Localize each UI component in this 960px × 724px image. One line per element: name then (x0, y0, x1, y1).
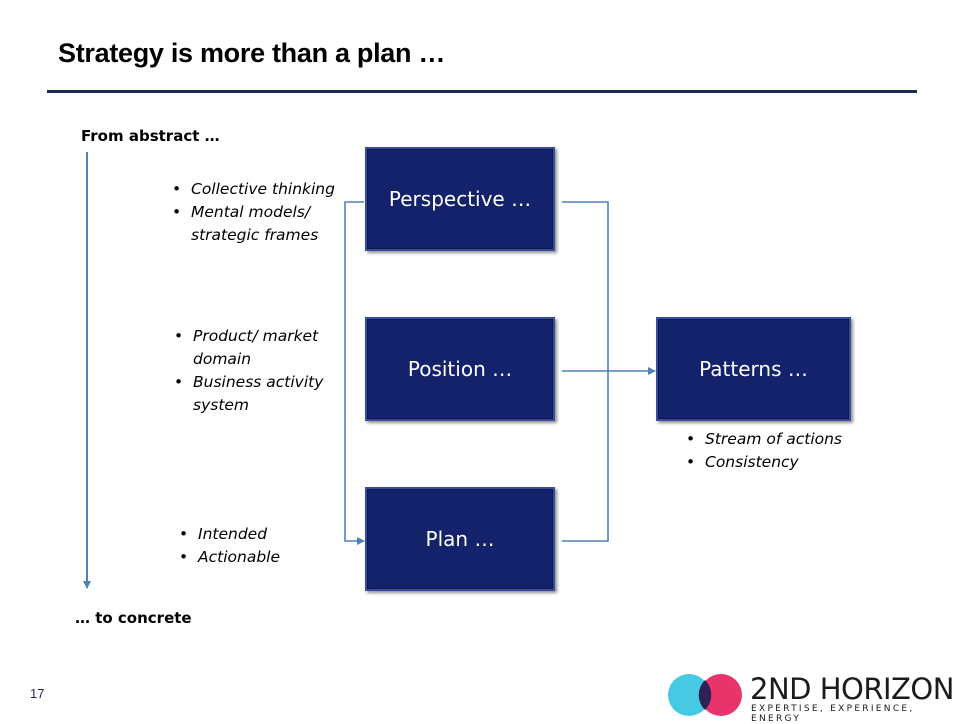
to-concrete-label: … to concrete (75, 609, 192, 627)
logo-tagline: EXPERTISE, EXPERIENCE, ENERGY (751, 704, 915, 724)
perspective-notes: Collective thinking Mental models/ strat… (172, 178, 342, 247)
list-item: Mental models/ strategic frames (172, 201, 342, 247)
position-box: Position … (365, 317, 555, 421)
plan-notes: Intended Actionable (179, 523, 329, 569)
list-item: Business activity system (174, 371, 334, 417)
list-item: Collective thinking (172, 178, 342, 201)
list-item: Actionable (179, 546, 329, 569)
perspective-box: Perspective … (365, 147, 555, 251)
company-logo-icon (668, 674, 742, 716)
list-item: Consistency (686, 451, 886, 474)
list-item: Product/ market domain (174, 325, 334, 371)
patterns-notes: Stream of actions Consistency (686, 428, 886, 474)
position-notes: Product/ market domain Business activity… (174, 325, 334, 417)
list-item: Intended (179, 523, 329, 546)
plan-box: Plan … (365, 487, 555, 591)
list-item: Stream of actions (686, 428, 886, 451)
page-number: 17 (30, 686, 45, 701)
from-abstract-label: From abstract … (81, 127, 220, 145)
title-divider (47, 90, 917, 93)
page-title: Strategy is more than a plan … (58, 38, 446, 68)
logo-wordmark: 2ND HORIZON (750, 672, 954, 706)
patterns-box: Patterns … (656, 317, 851, 421)
perspective-to-plan-connector (344, 201, 365, 545)
